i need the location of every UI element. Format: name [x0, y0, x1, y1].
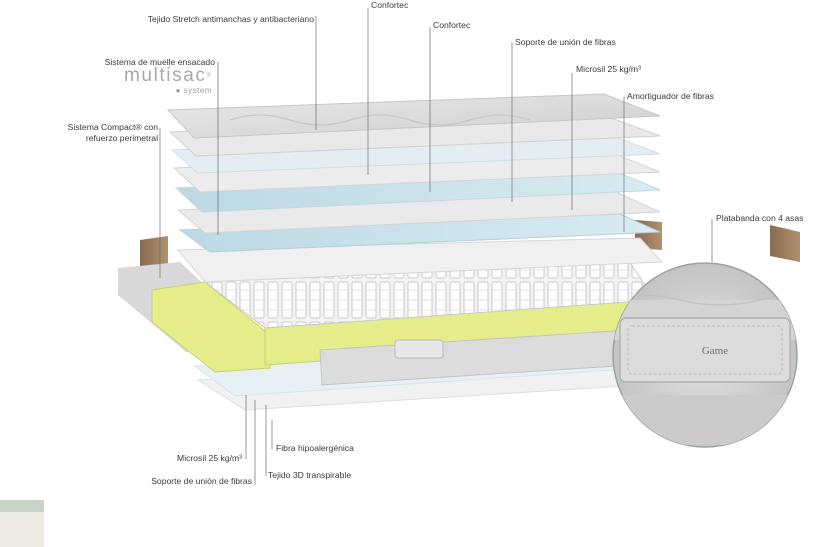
upper-layers [166, 93, 661, 253]
label-platabanda: Platabanda con 4 asas [716, 213, 804, 223]
corner-swatch-green [0, 500, 44, 512]
label-confortec-1: Confortec [371, 0, 409, 10]
label-compact-2: refuerzo perimetral [85, 133, 158, 143]
label-tejido-stretch: Tejido Stretch antimanchas y antibacteri… [147, 14, 314, 24]
handle-brand: Game [702, 345, 728, 357]
logo-mark: ® [206, 73, 213, 79]
logo-name: multisac [124, 65, 207, 86]
label-tejido-3d: Tejido 3D transpirable [268, 470, 352, 480]
multisac-logo: multisac® ● system [124, 65, 213, 96]
handle-zoom: Game [612, 262, 798, 448]
label-fibra: Fibra hipoalergénica [276, 443, 354, 453]
logo-sub: ● system [175, 86, 212, 95]
leader-lines [159, 8, 713, 485]
label-soporte-bottom: Soporte de unión de fibras [151, 476, 252, 486]
label-microsil-bottom: Microsil 25 kg/m³ [177, 453, 242, 463]
corner-swatch-beige [0, 512, 44, 547]
label-muelle: Sistema de muelle ensacado [104, 57, 215, 67]
label-confortec-2: Confortec [433, 20, 471, 30]
label-compact-1: Sistema Compact® con [67, 122, 158, 132]
label-soporte-top: Soporte de unión de fibras [515, 37, 616, 47]
side-panel [319, 329, 633, 386]
label-amortiguador: Amortiguador de fibras [627, 91, 714, 101]
label-microsil-top: Microsil 25 kg/m³ [576, 64, 641, 74]
